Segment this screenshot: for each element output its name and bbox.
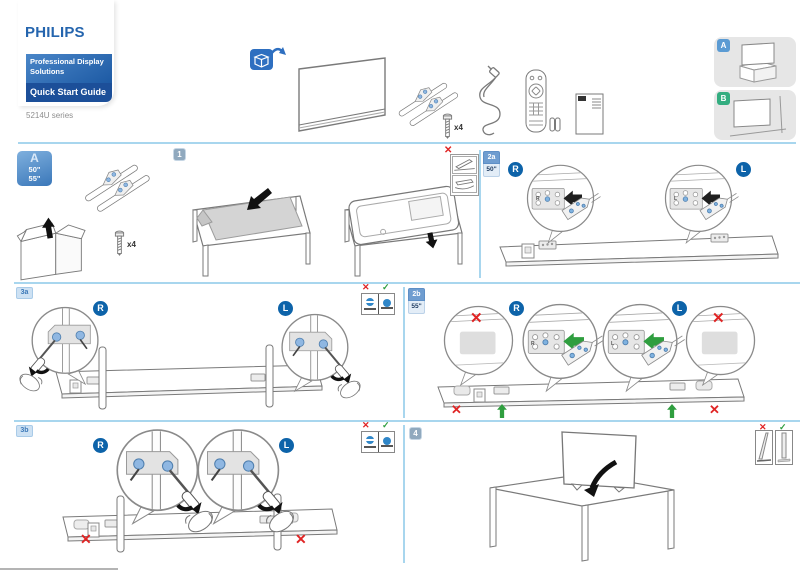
manual-illustration <box>575 93 604 135</box>
display-panel-illustration <box>298 57 386 132</box>
step-4-badge: 4 <box>409 427 422 440</box>
right-side-badge: R <box>508 162 523 177</box>
left-side-badge: L <box>672 301 687 316</box>
display-face-down-illustration <box>344 185 463 277</box>
screw-count-label: x4 <box>454 123 463 132</box>
step-3b-badge: 3b <box>16 425 33 437</box>
step-a-badge: A 50" 55" <box>17 151 52 186</box>
stand-slot-callout-left <box>597 302 683 398</box>
stand-slot-callout-left <box>660 163 737 249</box>
row-divider <box>18 142 796 144</box>
screwdriver-callout-left <box>276 312 364 403</box>
correct-mark: ✓ <box>382 282 390 292</box>
left-side-badge: L <box>279 438 294 453</box>
wrong-mark: ✕ <box>80 531 92 547</box>
philips-logo: PHILIPS <box>25 24 85 41</box>
section-divider <box>479 150 481 278</box>
page-edge-mark <box>0 568 118 570</box>
screw-depth-warning: ✕ ✓ <box>361 282 397 317</box>
option-b-badge: B <box>717 92 730 105</box>
remote-control-illustration <box>525 69 561 133</box>
step-2a-badge: 2a 50" <box>483 151 500 177</box>
display-bottom-edge-illustration <box>55 344 323 410</box>
table-stand-icon <box>739 42 777 83</box>
step-2b-badge: 2b 55" <box>408 288 425 314</box>
stand-blade <box>116 495 125 553</box>
carton-box-illustration <box>16 217 86 281</box>
lift-display-illustration <box>489 431 675 562</box>
upright-warning: ✕ ✓ <box>755 423 795 467</box>
down-arrow-icon <box>425 232 438 249</box>
up-arrow-icon <box>497 404 507 418</box>
row-divider <box>14 420 800 422</box>
no-hard-surface-warning: ✕ <box>444 146 479 196</box>
series-label: 5214U series <box>26 111 74 120</box>
section-divider <box>403 287 405 418</box>
wrong-mark: ✕ <box>759 422 767 432</box>
product-line-band: Professional Display Solutions <box>26 54 112 83</box>
up-arrow-icon <box>667 404 677 418</box>
correct-mark: ✓ <box>779 422 787 432</box>
row-divider <box>14 282 800 284</box>
step-1-badge: 1 <box>173 148 186 161</box>
stand-blade <box>265 344 274 408</box>
display-bottom-edge-illustration <box>499 233 779 267</box>
header-card: PHILIPS Professional Display Solutions Q… <box>18 0 114 106</box>
section-divider <box>403 425 405 563</box>
left-side-badge: L <box>736 162 751 177</box>
plate-letter: R <box>531 341 535 347</box>
stand-feet-illustration <box>80 157 151 213</box>
wall-mount-icon <box>729 95 787 137</box>
wrong-mark: ✕ <box>451 402 462 417</box>
battery-icon <box>555 117 561 132</box>
plate-letter: L <box>611 341 615 347</box>
display-bottom-edge-illustration <box>437 378 745 408</box>
mount-option-b-panel: B <box>714 90 796 140</box>
wrong-placement-icon <box>452 156 477 174</box>
wrong-mark: ✕ <box>362 282 370 292</box>
stand-slot-callout-right <box>517 302 603 398</box>
step-3a-badge: 3a <box>16 287 33 299</box>
wrong-mark: ✕ <box>712 310 725 327</box>
screwdriver-callout-right <box>16 305 104 396</box>
place-arrow-icon <box>247 188 272 210</box>
wrong-tilt-icon <box>755 430 773 465</box>
right-side-badge: R <box>93 301 108 316</box>
right-side-badge: R <box>93 438 108 453</box>
wrong-mark: ✕ <box>470 310 483 327</box>
table-cushion-illustration <box>192 188 311 277</box>
unbox-icon <box>250 47 286 70</box>
right-side-badge: R <box>509 301 524 316</box>
left-side-badge: L <box>278 301 293 316</box>
guide-title: Quick Start Guide <box>26 83 112 102</box>
correct-placement-icon <box>452 175 477 193</box>
screw-illustration <box>114 230 125 257</box>
screw-count-label: x4 <box>127 240 136 249</box>
plate-letter: L <box>674 196 678 202</box>
product-line-1: Professional Display <box>30 57 104 66</box>
up-arrow-icon <box>42 217 55 239</box>
plate-letter: R <box>536 196 540 202</box>
correct-upright-icon <box>775 430 793 465</box>
product-line-2: Solutions <box>30 67 65 77</box>
wrong-mark: ✕ <box>362 420 370 430</box>
stand-blade <box>98 346 107 410</box>
wrong-mark: ✕ <box>295 531 307 547</box>
option-a-badge: A <box>717 39 730 52</box>
wrong-mark: ✕ <box>709 402 720 417</box>
screw-illustration <box>442 113 453 140</box>
screw-depth-warning: ✕ ✓ <box>361 420 397 455</box>
mount-option-a-panel: A <box>714 37 796 87</box>
power-cable-illustration <box>479 65 501 136</box>
stand-slot-callout-right <box>522 163 599 249</box>
battery-icon <box>549 117 555 132</box>
correct-mark: ✓ <box>382 420 390 430</box>
lift-arrow-icon <box>584 484 599 497</box>
wrong-mark: ✕ <box>444 145 453 156</box>
